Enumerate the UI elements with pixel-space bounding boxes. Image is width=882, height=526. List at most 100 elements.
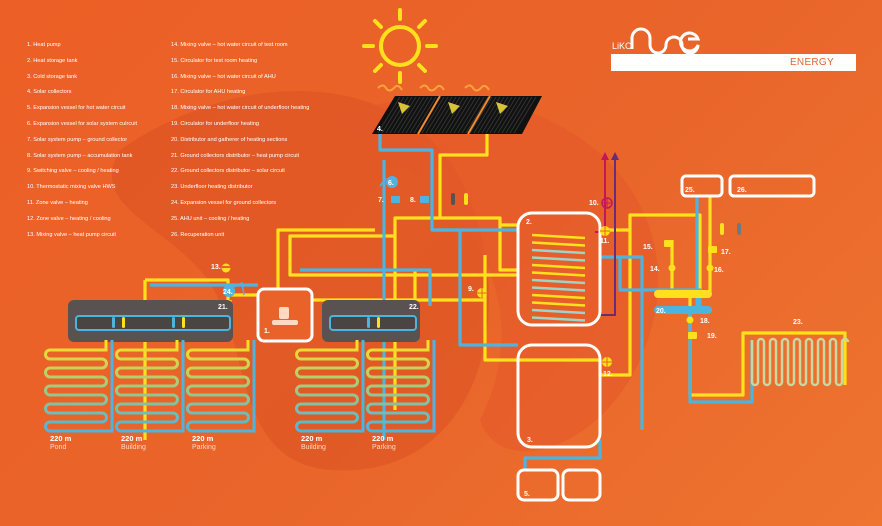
svg-text:220 m: 220 m [372, 434, 394, 443]
thermometer-icon [451, 193, 741, 235]
svg-text:Parking: Parking [192, 444, 216, 451]
thermostatic-valve-icon [601, 197, 613, 209]
sun-ray-icon [377, 84, 490, 92]
legend-item: 4. Solar collectors [27, 89, 72, 96]
legend-item: 22. Ground collectors distributor – sola… [171, 168, 285, 175]
collector-coil [44, 340, 108, 433]
sun-icon [362, 8, 438, 84]
svg-text:220 m: 220 m [50, 434, 72, 443]
legend-item: 17. Circulator for AHU heating [171, 89, 246, 96]
svg-text:Pond: Pond [50, 444, 66, 451]
legend-item: 9. Switching valve – cooling / heating [27, 168, 119, 175]
label-underfloor: 23. [793, 319, 803, 326]
svg-text:220 m: 220 m [121, 434, 143, 443]
pump-icon [391, 196, 429, 203]
legend-item: 23. Underfloor heating distributor [171, 184, 253, 191]
legend-item: 3. Cold storage tank [27, 73, 78, 80]
legend-item: 26. Recuperation unit [171, 231, 225, 238]
legend-item: 21. Ground collectors distributor – heat… [171, 152, 300, 159]
label-circulator-test-room: 15. [643, 244, 653, 251]
legend-item: 15. Circulator for test room heating [171, 57, 258, 64]
legend-item: 19. Circulator for underfloor heating [171, 120, 259, 127]
svg-text:Parking: Parking [372, 444, 396, 451]
label-zone-valve-heating-cooling: 12. [603, 371, 613, 378]
ahu-unit [680, 174, 724, 198]
underfloor-heating-distributor [750, 337, 850, 387]
label-circulator-underfloor: 19. [707, 333, 717, 340]
legend-item: 8. Solar system pump – accumulation tank [27, 152, 133, 159]
cold-thermometer-icon [367, 317, 370, 328]
sun-arrow-icon [398, 102, 508, 114]
label-solar-pump-ground: 7. [378, 197, 384, 204]
heating-gatherer [654, 306, 712, 314]
label-expansion-vessel-solar: 6. [388, 180, 394, 187]
label-mixing-valve-ahu: 16. [714, 267, 724, 274]
label-solar-pump-tank: 8. [410, 197, 416, 204]
label-expansion-vessel-hw: 5. [524, 491, 530, 498]
mixing-valve-icon [221, 263, 231, 273]
legend-item: 12. Zone valve – heating / cooling [27, 215, 111, 222]
label-mixing-valve-test-room: 14. [650, 266, 660, 273]
legend-item: 1. Heat pump [27, 42, 61, 48]
hot-thermometer-icon [122, 317, 125, 328]
label-mixing-valve-hp: 13. [211, 264, 221, 271]
legend-item: 7. Solar system pump – ground collector [27, 136, 128, 143]
label-distributor-21: 21. [218, 304, 228, 311]
brand-tagline: ENERGY [789, 57, 834, 68]
label-cold-storage-tank: 3. [527, 437, 533, 444]
heat-pump-icon [272, 307, 298, 325]
cold-thermometer-icon [112, 317, 115, 328]
brand-bar: ENERGY [611, 54, 856, 71]
brand-logo: LiKO [612, 27, 701, 55]
label-circulator-ahu: 17. [721, 249, 731, 256]
svg-text:LiKO: LiKO [612, 41, 632, 51]
expansion-vessel-hot-water [516, 468, 560, 502]
label-ahu: 25. [685, 187, 695, 194]
svg-text:220 m: 220 m [192, 434, 214, 443]
cold-storage-tank [516, 343, 602, 449]
legend-item: 5. Expansion vessel for hot water circui… [27, 105, 126, 112]
label-recuperation: 26. [737, 187, 747, 194]
heating-distributor [654, 290, 712, 298]
collector-coil [295, 340, 359, 433]
legend-item: 25. AHU unit – cooling / heating [171, 215, 250, 222]
label-expansion-vessel-ground: 24. [223, 289, 233, 296]
collector-coil [366, 340, 430, 433]
label-distributor-22: 22. [409, 304, 419, 311]
legend-item: 10. Thermostatic mixing valve HWS [27, 184, 116, 191]
svg-text:Building: Building [121, 444, 146, 451]
legend-column-2: 14. Mixing valve – hot water circuit of … [171, 38, 309, 243]
svg-text:Building: Building [301, 444, 326, 451]
legend-item: 2. Heat storage tank [27, 57, 78, 64]
zone-valve-icon [600, 226, 610, 236]
recuperation-unit [728, 174, 816, 198]
legend-item: 6. Expansion vessel for solar system cul… [27, 120, 138, 127]
svg-text:220 m: 220 m [301, 434, 323, 443]
label-solar-collectors: 4. [377, 126, 383, 133]
expansion-vessel-icon [379, 176, 398, 188]
label-heat-pump: 1. [264, 328, 270, 335]
tank-heat-exchanger-coil [531, 233, 586, 322]
cold-thermometer-icon [172, 317, 175, 328]
legend-item: 24. Expansion vessel for ground collecto… [171, 199, 277, 206]
hot-thermometer-icon [182, 317, 185, 328]
zone-valve-icon [602, 357, 612, 367]
legend-item: 18. Mixing valve – hot water circuit of … [171, 105, 310, 112]
label-switching-valve: 9. [468, 286, 474, 293]
legend-item: 14. Mixing valve – hot water circuit of … [171, 42, 288, 48]
expansion-vessel-icon [223, 281, 245, 297]
label-zone-valve-heating: 11. [600, 238, 609, 245]
label-mixing-valve-underfloor: 18. [700, 318, 710, 325]
label-thermostatic-valve: 10. [589, 200, 599, 207]
collector-coil [186, 340, 250, 433]
legend-item: 11. Zone valve – heating [27, 199, 88, 206]
heat-storage-tank [516, 211, 602, 327]
label-heat-storage-tank: 2. [526, 219, 532, 226]
